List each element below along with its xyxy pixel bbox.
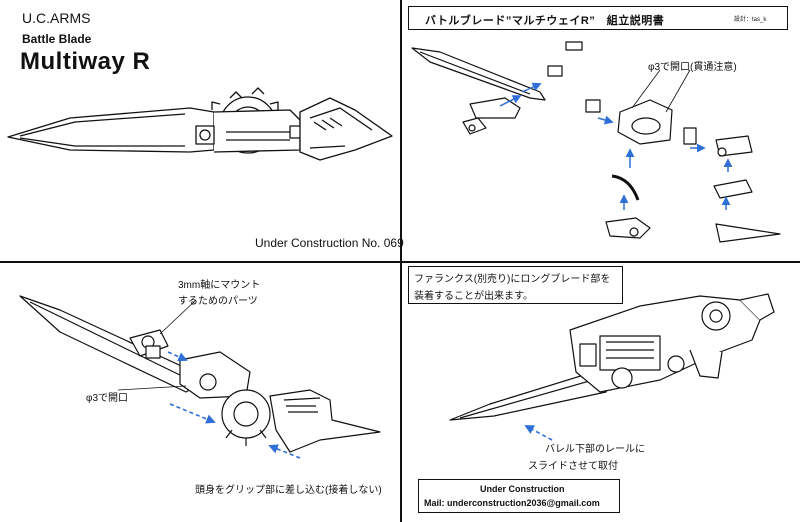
rail-note-line1: バレル下部のレールに	[545, 444, 645, 455]
arrow-icon	[499, 82, 733, 210]
exploded-diagram	[411, 41, 781, 243]
farancs-note-line1: ファランクス(別売り)にロングブレード部を	[414, 274, 611, 285]
page-title: Multiway R	[20, 48, 151, 75]
contact-mail[interactable]: Mail: underconstruction2036@gmail.com	[424, 498, 600, 508]
farancs-note-box	[408, 266, 623, 304]
contact-title: Under Construction	[480, 484, 565, 494]
series-label: Under Construction No. 069	[255, 236, 404, 250]
subtitle: Battle Blade	[22, 32, 92, 46]
hole-note: φ3で開口(貫通注意)	[648, 62, 737, 73]
arrow-icon	[524, 425, 553, 441]
blade-drawing-overview	[7, 87, 393, 161]
header-title: バトルブレード”マルチウェイR” 組立説明書	[425, 15, 665, 27]
blade-drawing-mount	[19, 295, 381, 459]
hole-note: φ3で開口	[86, 393, 129, 404]
mount-note-line2: するためのパーツ	[178, 296, 258, 307]
insert-note: 頭身をグリップ部に差し込む(接着しない)	[195, 485, 382, 496]
arrow-icon	[167, 351, 301, 459]
design-credit: 設計：tas_k	[734, 17, 767, 23]
contact-box	[418, 479, 620, 513]
horizontal-divider	[0, 261, 800, 263]
rail-note-line2: スライドさせて取付	[528, 461, 618, 472]
mount-note-line1: 3mm軸にマウント	[178, 280, 261, 291]
farancs-note-line2: 装着することが出来ます。	[414, 291, 533, 302]
brand-label: U.C.ARMS	[22, 10, 91, 26]
header-box	[408, 6, 788, 30]
